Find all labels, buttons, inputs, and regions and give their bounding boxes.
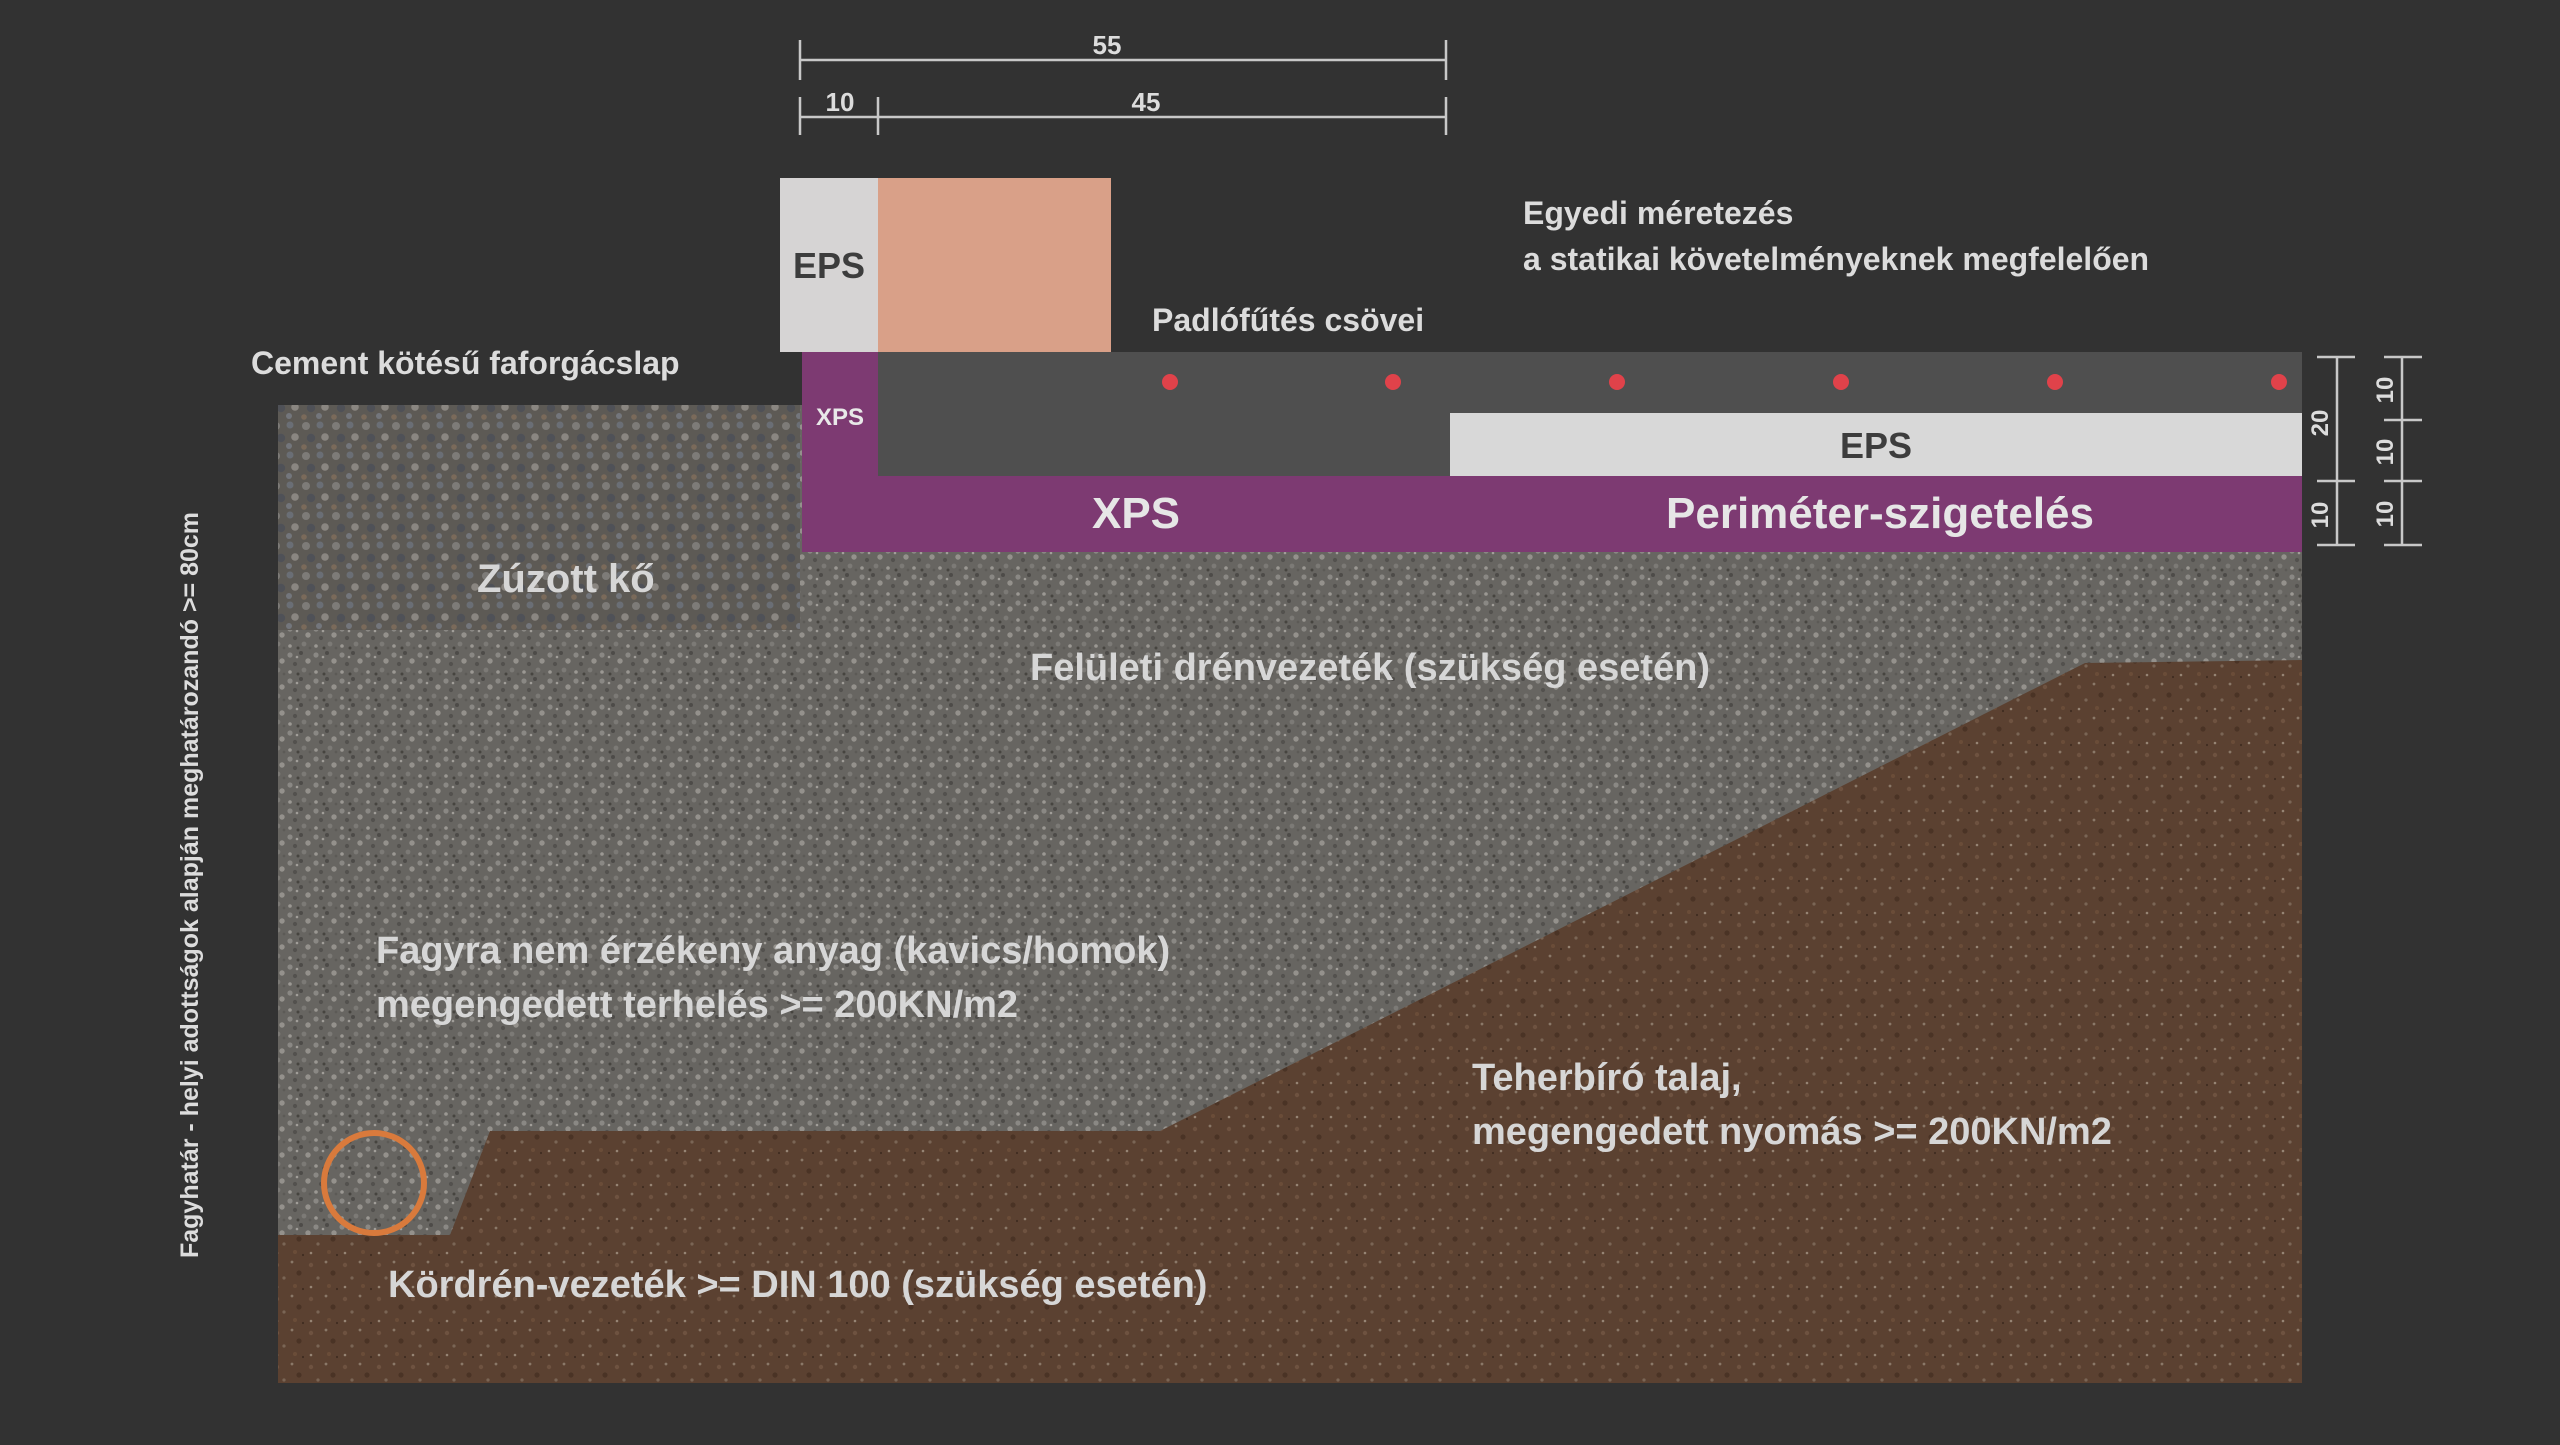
perimeter-insulation-label: Periméter-szigetelés [1666, 489, 2094, 538]
custom-sizing-line1: Egyedi méretezés [1523, 195, 1793, 231]
dim-side-a-1: 20 [2307, 410, 2334, 437]
dim-right-label: 45 [1132, 87, 1161, 117]
frost-material-line1: Fagyra nem érzékeny anyag (kavics/homok) [376, 930, 1170, 972]
heating-pipe [1162, 374, 1178, 390]
ring-drain-pipe [321, 1130, 427, 1236]
foundation-block [878, 178, 1111, 352]
dim-side-b-2: 10 [2372, 439, 2399, 466]
top-dimension-lines [798, 40, 1448, 135]
heating-pipe [1385, 374, 1401, 390]
ring-drain-label: Kördrén-vezeték >= DIN 100 (szükség eset… [388, 1264, 1207, 1306]
xps-big-label: XPS [1092, 489, 1180, 538]
floor-heating-pipes [1162, 374, 2287, 390]
eps-foundation-insulation [780, 178, 878, 352]
side-dimension-lines [2317, 355, 2422, 547]
frost-material-line2: megengedett terhelés >= 200KN/m2 [376, 984, 1018, 1026]
frost-line-label: Fagyhatár - helyi adottságok alapján meg… [176, 512, 204, 1258]
crushed-stone-layer [278, 405, 800, 630]
dim-total-label: 55 [1093, 30, 1122, 60]
dim-side-a-2: 10 [2307, 502, 2334, 529]
eps-floor-insulation [1450, 413, 2302, 476]
heating-pipe [2047, 374, 2063, 390]
surface-drain-label: Felületi drénvezeték (szükség esetén) [1030, 647, 1710, 689]
xps-small-label: XPS [816, 404, 864, 431]
dim-left-label: 10 [826, 87, 855, 117]
dim-side-b-1: 10 [2372, 377, 2399, 404]
crushed-stone-label: Zúzott kő [477, 557, 655, 601]
heating-pipe [1833, 374, 1849, 390]
cement-board-label: Cement kötésű faforgácslap [251, 345, 680, 381]
floor-heating-label: Padlófűtés csövei [1152, 302, 1424, 338]
bearing-soil-line2: megengedett nyomás >= 200KN/m2 [1472, 1111, 2112, 1153]
heating-pipe [2271, 374, 2287, 390]
dim-side-b-3: 10 [2372, 501, 2399, 528]
custom-sizing-line2: a statikai követelményeknek megfelelően [1523, 241, 2149, 277]
eps-bottom-label: EPS [1840, 425, 1912, 466]
eps-top-label: EPS [793, 245, 865, 286]
heating-pipe [1609, 374, 1625, 390]
bearing-soil-line1: Teherbíró talaj, [1472, 1057, 1742, 1099]
